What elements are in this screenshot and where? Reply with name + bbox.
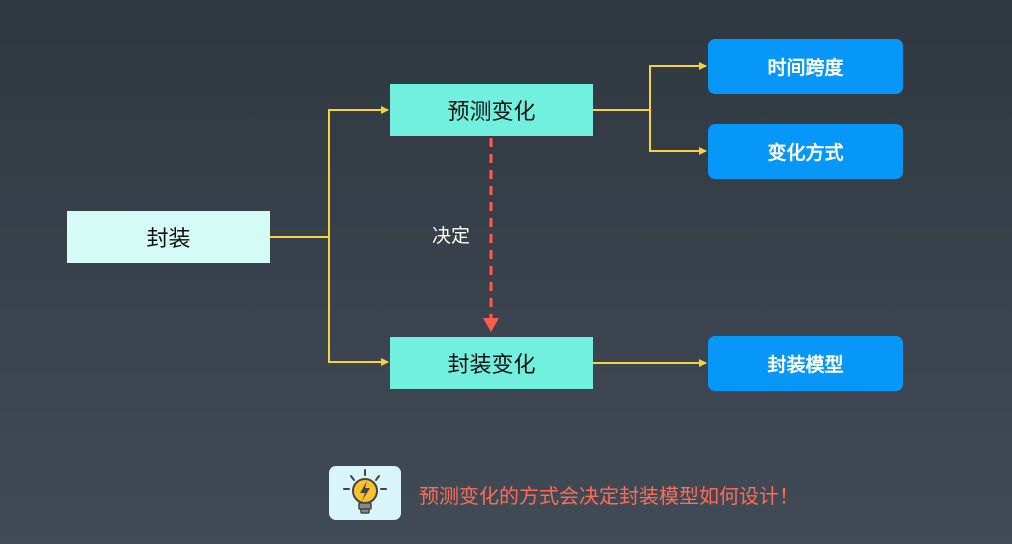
connector-predict-to-time [593, 62, 707, 111]
node-encapsulation: 封装 [67, 211, 270, 263]
node-change-mode: 变化方式 [708, 124, 903, 179]
node-encapsulation-model: 封装模型 [708, 336, 903, 391]
tip-text: 预测变化的方式会决定封装模型如何设计！ [419, 484, 799, 508]
connector-root-to-encapsulate [328, 237, 389, 366]
lightbulb-icon [329, 466, 401, 520]
node-encapsulate-change: 封装变化 [390, 337, 593, 389]
connector-root-to-predict [270, 106, 389, 238]
decides-label: 决定 [432, 225, 471, 247]
connector-predict-to-mode [649, 110, 707, 155]
node-time-span: 时间跨度 [708, 39, 903, 94]
node-predict-change: 预测变化 [390, 84, 593, 136]
